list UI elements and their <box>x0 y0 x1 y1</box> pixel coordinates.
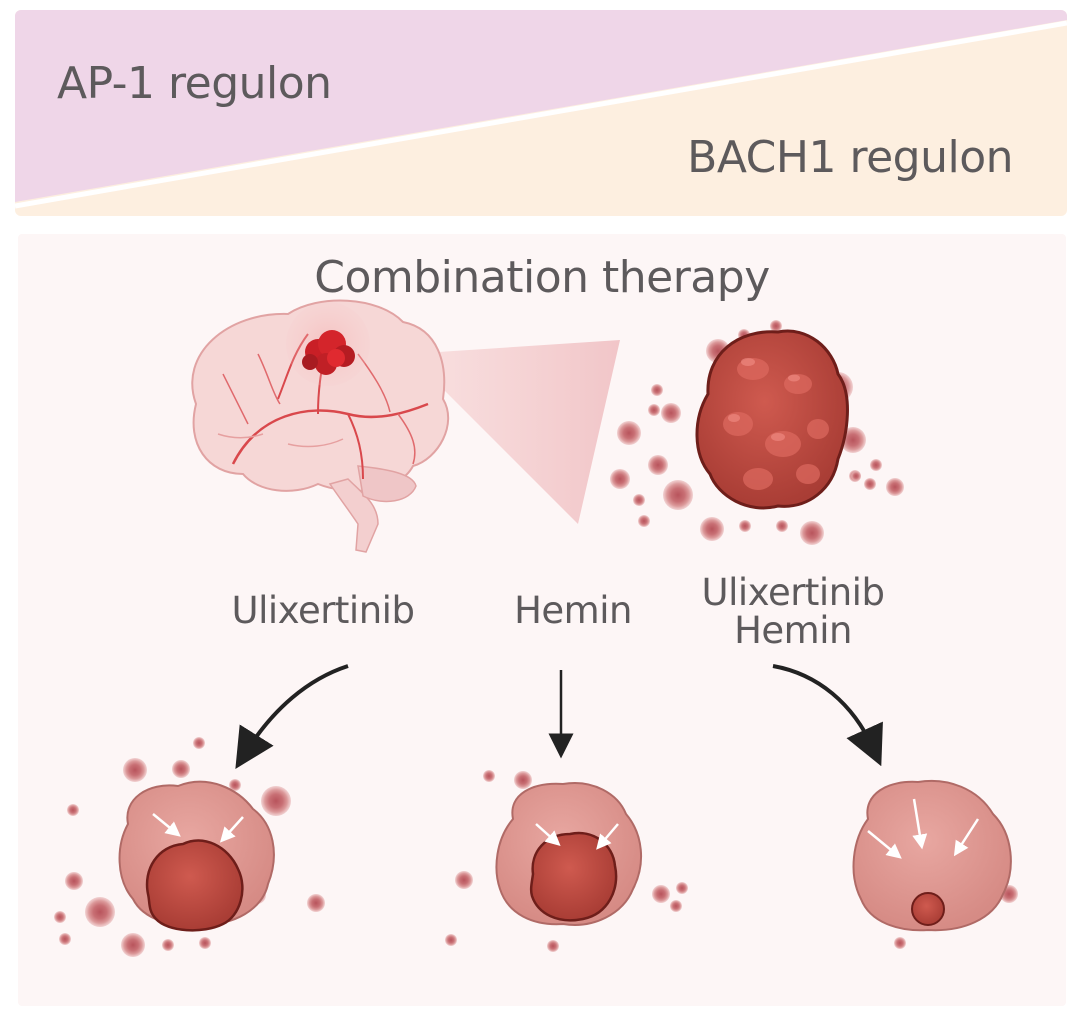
regulon-gradient-panel: AP-1 regulon BACH1 regulon <box>15 10 1067 216</box>
therapy-illustration <box>54 299 1018 957</box>
treatment-label-hemin: Hemin <box>514 589 632 632</box>
treatment-label-combination: Ulixertinib Hemin <box>668 574 918 650</box>
combination-line-1: Ulixertinib <box>701 571 885 614</box>
ap1-triangle <box>15 10 1067 202</box>
zoom-beam <box>408 340 620 524</box>
bach1-regulon-label: BACH1 regulon <box>687 132 1013 183</box>
regulon-triangles <box>15 10 1067 216</box>
large-tumor-cluster-icon <box>610 320 904 545</box>
brain-with-tumor-icon <box>191 299 450 553</box>
outcome-combination-tumor <box>852 780 1018 949</box>
ap1-regulon-label: AP-1 regulon <box>57 58 332 109</box>
treatment-label-ulixertinib: Ulixertinib <box>231 589 415 632</box>
outcome-hemin-tumor <box>445 770 688 952</box>
curved-right-arrow <box>772 664 883 767</box>
diagonal-divider <box>15 20 1067 209</box>
outcome-ulixertinib-tumor <box>54 737 325 957</box>
panel-title: Combination therapy <box>314 252 770 303</box>
curved-left-arrow <box>235 664 349 769</box>
combination-line-2: Hemin <box>734 609 852 652</box>
combination-therapy-panel: Combination therapy <box>18 234 1066 1006</box>
